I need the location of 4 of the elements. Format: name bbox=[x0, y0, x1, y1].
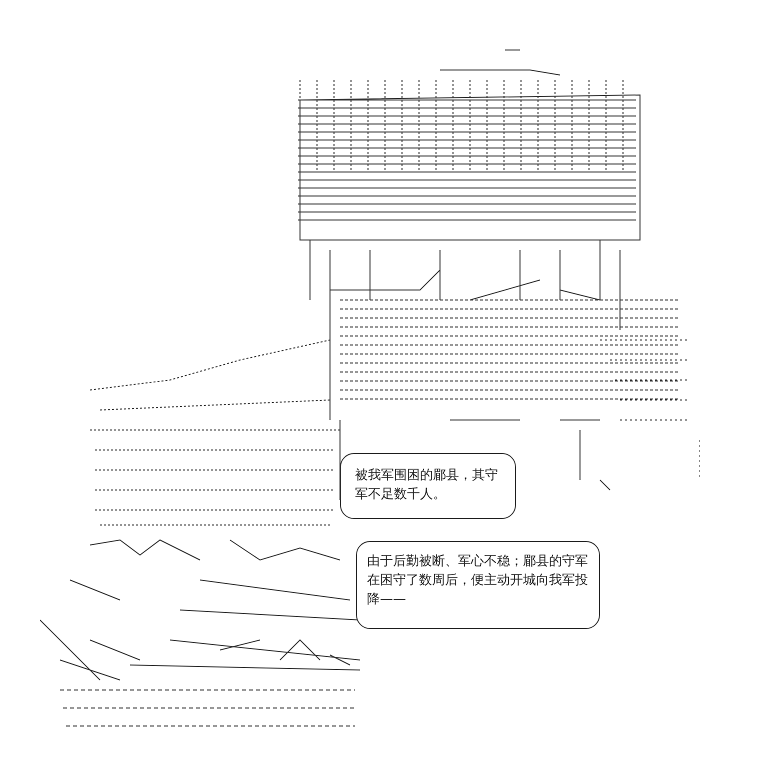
bubble-text: 由于后勤被断、军心不稳；郿县的守军在困守了数周后，便主动开城向我军投降—— bbox=[367, 553, 589, 609]
speech-bubble bbox=[340, 453, 516, 519]
speech-bubble bbox=[356, 541, 600, 629]
bubble-text: 被我军围困的郿县，其守军不足数千人。 bbox=[355, 467, 499, 504]
